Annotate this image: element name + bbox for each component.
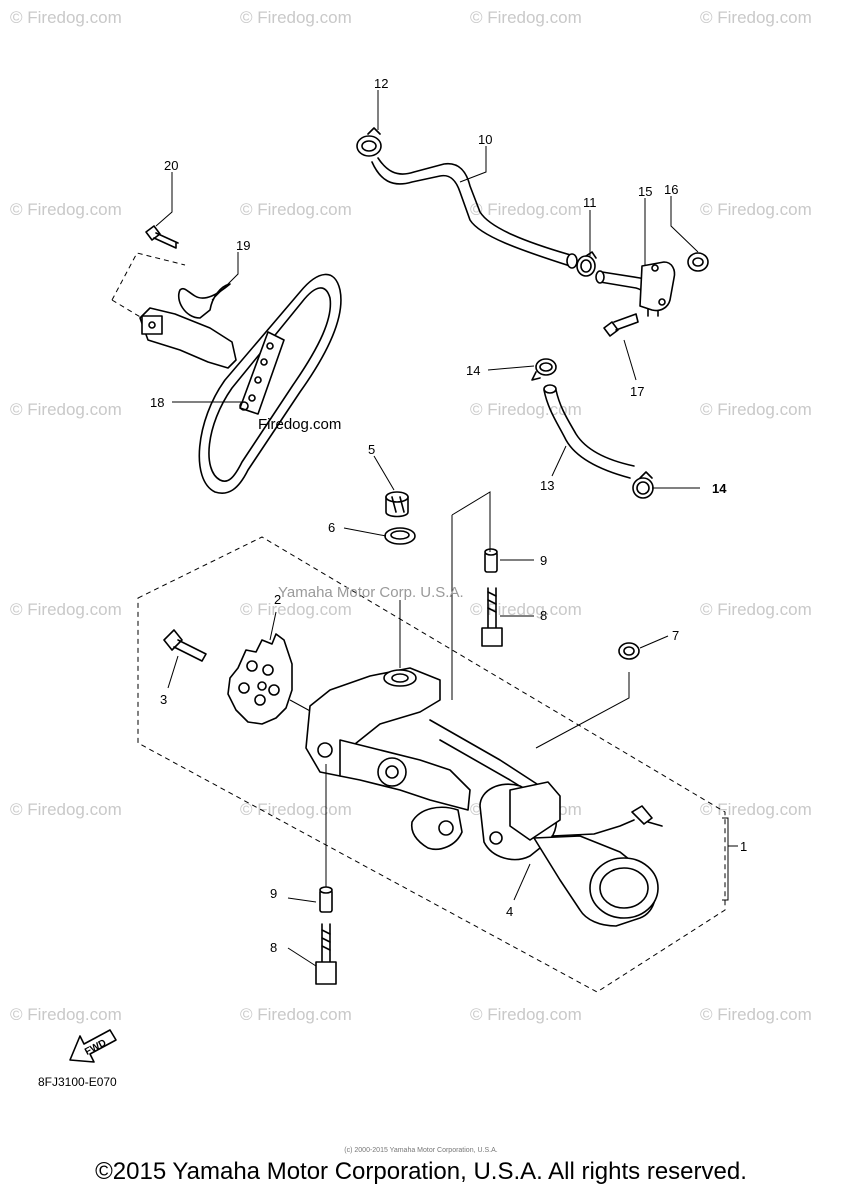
watermark: © Firedog.com bbox=[10, 200, 122, 219]
leader-9-lower bbox=[287, 897, 317, 903]
bolt-8-upper bbox=[481, 587, 503, 647]
callout-17: 17 bbox=[630, 384, 644, 399]
leader-19 bbox=[211, 252, 239, 301]
cam-chain bbox=[198, 273, 342, 494]
callout-19: 19 bbox=[236, 238, 250, 253]
callout-14-top: 14 bbox=[466, 363, 480, 378]
watermark: © Firedog.com bbox=[700, 800, 812, 819]
callout-11: 11 bbox=[583, 195, 597, 210]
callout-20: 20 bbox=[164, 158, 178, 173]
leader-2 bbox=[269, 611, 277, 641]
leader-14-top bbox=[487, 365, 535, 371]
oil-hose-13 bbox=[543, 384, 635, 479]
bolt-8-lower bbox=[315, 923, 337, 985]
callout-7: 7 bbox=[672, 628, 679, 643]
leader-4 bbox=[513, 863, 531, 901]
watermark: © Firedog.com bbox=[700, 200, 812, 219]
seal-16 bbox=[687, 252, 709, 272]
assembly-outline bbox=[137, 536, 726, 993]
oil-hose-10 bbox=[371, 157, 578, 269]
callout-14-bottom: 14 bbox=[712, 481, 727, 496]
callout-5: 5 bbox=[368, 442, 375, 457]
sprocket-leader bbox=[289, 699, 313, 713]
chain-sprocket-plate bbox=[239, 331, 285, 415]
leader-16 bbox=[670, 196, 699, 253]
dowel-9-lower bbox=[319, 886, 333, 913]
clip-14-bottom bbox=[632, 471, 654, 499]
watermark: © Firedog.com bbox=[470, 200, 582, 219]
watermark: © Firedog.com bbox=[240, 800, 352, 819]
watermark: © Firedog.com bbox=[240, 200, 352, 219]
clip-12 bbox=[356, 127, 382, 157]
yamaha-inline-watermark: Yamaha Motor Corp. U.S.A. bbox=[278, 584, 464, 601]
callout-12: 12 bbox=[374, 76, 388, 91]
callout-1: 1 bbox=[740, 839, 747, 854]
sprocket-2 bbox=[227, 633, 293, 725]
leader-17 bbox=[623, 339, 637, 381]
callout-8-upper: 8 bbox=[540, 608, 547, 623]
clip-14-top bbox=[531, 358, 557, 381]
leader-3 bbox=[167, 655, 179, 689]
bolt-20 bbox=[145, 225, 179, 249]
firedog-inline-label: Firedog.com bbox=[258, 416, 342, 433]
callout-18: 18 bbox=[150, 395, 164, 410]
watermark: © Firedog.com bbox=[700, 8, 812, 27]
washer-leader bbox=[535, 672, 630, 749]
callout-13: 13 bbox=[540, 478, 554, 493]
leader-5 bbox=[373, 455, 395, 491]
callout-9-lower: 9 bbox=[270, 886, 277, 901]
clip-11 bbox=[576, 251, 597, 277]
collar-5 bbox=[385, 491, 409, 518]
callout-10: 10 bbox=[478, 132, 492, 147]
watermark: © Firedog.com bbox=[10, 1005, 122, 1024]
watermark: © Firedog.com bbox=[240, 1005, 352, 1024]
watermark: © Firedog.com bbox=[700, 1005, 812, 1024]
callout-16: 16 bbox=[664, 182, 678, 197]
watermark: © Firedog.com bbox=[10, 400, 122, 419]
assembly-bracket bbox=[722, 817, 738, 901]
bolt-3 bbox=[163, 629, 207, 662]
forward-arrow-icon bbox=[69, 1029, 117, 1063]
small-note: (c) 2000-2015 Yamaha Motor Corporation, … bbox=[344, 1147, 498, 1154]
watermark: © Firedog.com bbox=[240, 600, 352, 619]
watermark: © Firedog.com bbox=[470, 400, 582, 419]
pipe-15 bbox=[595, 261, 676, 317]
callout-4: 4 bbox=[506, 904, 513, 919]
dowel-leader bbox=[451, 491, 491, 700]
watermark: © Firedog.com bbox=[10, 800, 122, 819]
leader-6 bbox=[343, 527, 387, 537]
callout-6: 6 bbox=[328, 520, 335, 535]
watermark: © Firedog.com bbox=[10, 8, 122, 27]
watermark: © Firedog.com bbox=[470, 8, 582, 27]
watermark: © Firedog.com bbox=[700, 600, 812, 619]
chain-guide bbox=[139, 283, 237, 369]
callout-15: 15 bbox=[638, 184, 652, 199]
callout-3: 3 bbox=[160, 692, 167, 707]
leader-8-lower bbox=[287, 947, 317, 967]
dowel-9-upper bbox=[484, 548, 498, 573]
copyright-footer: ©2015 Yamaha Motor Corporation, U.S.A. A… bbox=[95, 1158, 747, 1185]
callout-8-lower: 8 bbox=[270, 940, 277, 955]
oil-pump-body bbox=[305, 667, 663, 927]
watermark: © Firedog.com bbox=[470, 600, 582, 619]
drawing-code: 8FJ3100-E070 bbox=[38, 1075, 117, 1089]
leader-10 bbox=[459, 146, 487, 183]
washer-7 bbox=[618, 642, 640, 660]
watermark: © Firedog.com bbox=[10, 600, 122, 619]
leader-7 bbox=[639, 635, 669, 649]
callout-9-upper: 9 bbox=[540, 553, 547, 568]
fwd-label: FWD bbox=[83, 1038, 108, 1058]
watermark: © Firedog.com bbox=[240, 8, 352, 27]
o-ring-6 bbox=[384, 527, 416, 545]
guide-dash bbox=[111, 252, 186, 319]
leader-13 bbox=[551, 445, 567, 477]
watermark: © Firedog.com bbox=[700, 400, 812, 419]
bolt-17 bbox=[603, 313, 639, 337]
leader-20 bbox=[155, 172, 173, 227]
watermark: © Firedog.com bbox=[470, 1005, 582, 1024]
callout-2: 2 bbox=[274, 592, 281, 607]
